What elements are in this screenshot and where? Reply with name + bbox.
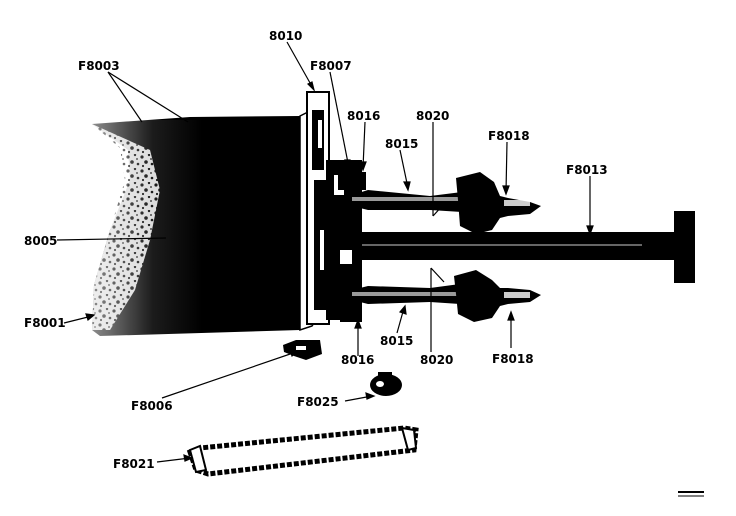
label-f8013: F8013	[566, 163, 608, 177]
label-8016-bottom: 8016	[341, 353, 374, 367]
upper-hydraulic-cylinder	[352, 172, 541, 234]
label-8015-bottom: 8015	[380, 334, 413, 348]
label-f8021: F8021	[113, 457, 155, 471]
label-8016-top: 8016	[347, 109, 380, 123]
label-f8006: F8006	[131, 399, 173, 413]
label-8020-top: 8020	[416, 109, 449, 123]
label-f8007: F8007	[310, 59, 352, 73]
small-bracket-f8006	[283, 340, 322, 360]
part-labels: 8010 F8003 F8007 8016 8020 F8018 8015 F8…	[24, 29, 608, 471]
label-f8003: F8003	[78, 59, 120, 73]
mounting-frame	[306, 91, 366, 325]
label-8010: 8010	[269, 29, 302, 43]
label-f8025: F8025	[297, 395, 339, 409]
label-f8018-top: F8018	[488, 129, 530, 143]
drive-chain-f8021	[186, 425, 419, 477]
lower-hydraulic-cylinder	[352, 270, 541, 322]
scale-mark	[678, 491, 704, 497]
push-beam	[356, 211, 695, 283]
dozer-blade	[92, 108, 317, 336]
label-8020-bottom: 8020	[420, 353, 453, 367]
label-8015-top: 8015	[385, 137, 418, 151]
pin-f8025	[370, 372, 402, 396]
leader-lines	[56, 41, 594, 463]
label-f8001: F8001	[24, 316, 66, 330]
label-f8018-bottom: F8018	[492, 352, 534, 366]
label-8005: 8005	[24, 234, 57, 248]
